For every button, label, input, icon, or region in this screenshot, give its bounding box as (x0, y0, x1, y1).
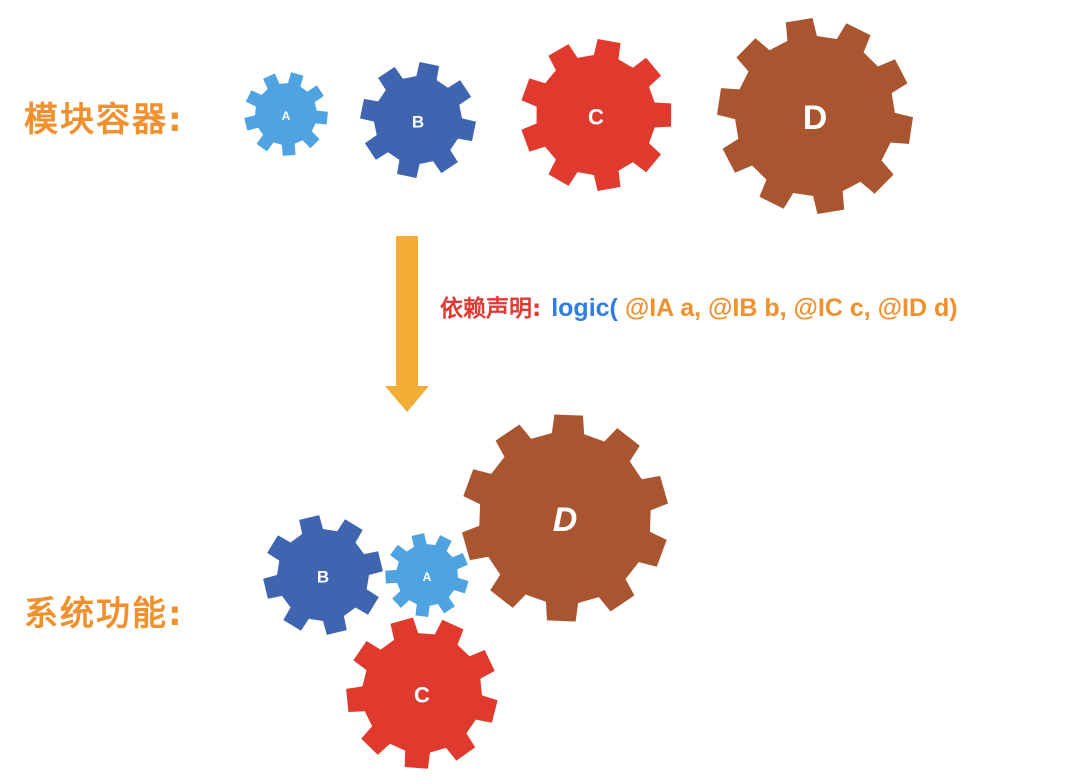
gear-a-container: A (244, 72, 328, 156)
gear-d-container: D (717, 18, 913, 214)
g-bot-b-body (263, 515, 383, 635)
container-label: 模块容器: (24, 100, 184, 140)
system-label: 系统功能: (24, 594, 184, 634)
g-bot-a-body (385, 533, 469, 617)
gear-a-letter: A (282, 109, 291, 123)
dependency-args: @IA a, @IB b, @IC c, @ID d) (617, 294, 958, 322)
down-arrow (385, 236, 429, 412)
gear-b-container: B (360, 62, 476, 178)
gear-c-system: C (346, 617, 498, 769)
dependency-declaration: 依赖声明: logic( @IA a, @IB b, @IC c, @ID d) (440, 289, 958, 323)
dependency-func: logic( (551, 294, 618, 322)
gear-b-letter: B (412, 113, 424, 132)
gear-b-system: B (263, 515, 383, 635)
gear-a-system-letter: A (423, 570, 432, 584)
gear-c-letter: C (588, 105, 604, 130)
gear-b-system-letter: B (317, 568, 329, 587)
g-top-a-body (244, 72, 328, 156)
g-bot-d-body (462, 414, 668, 622)
gear-d-letter: D (803, 99, 828, 137)
gear-d-system-letter: D (553, 501, 578, 539)
gear-c-container: C (521, 39, 672, 191)
gear-d-system: D (462, 414, 668, 622)
g-top-b-body (360, 62, 476, 178)
g-top-c-body (521, 39, 672, 191)
gear-c-system-letter: C (414, 683, 430, 708)
g-bot-c-body (346, 617, 498, 769)
gear-a-system: A (385, 533, 469, 617)
g-top-d-body (717, 18, 913, 214)
dependency-label: 依赖声明: (440, 296, 542, 322)
